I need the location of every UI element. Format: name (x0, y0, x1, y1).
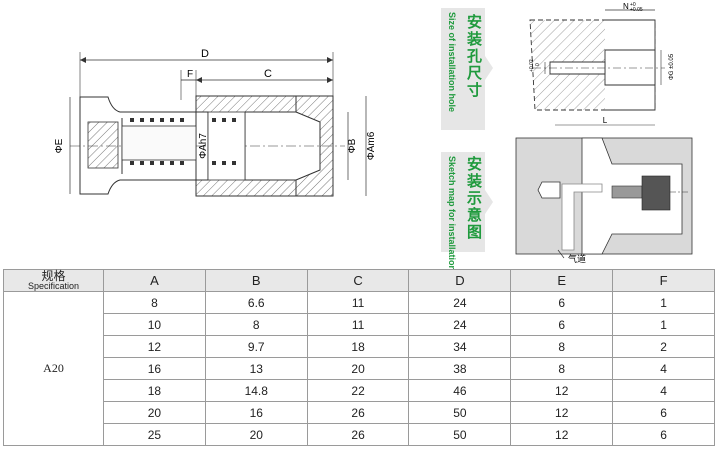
model-cell: A20 (3, 291, 104, 446)
drawings-area: D C F (54, 2, 693, 271)
table-cell: 4 (612, 379, 715, 402)
table-cell: 12 (103, 335, 206, 358)
table-cell: 1 (612, 313, 715, 336)
table-cell: 24 (408, 291, 512, 314)
dim-l-label: L (603, 116, 608, 125)
table-cell: 25 (103, 423, 206, 446)
install-hole-drawing: N +0 +0.05 +0.02 0 ΦG ±0.05 L (529, 2, 675, 126)
table-cell: 12 (510, 379, 614, 402)
header-spec-en: Specification (27, 281, 80, 291)
install-sketch-drawing: 气道 (515, 137, 693, 264)
table-cell: 1 (612, 291, 715, 314)
spec-table: 规格 Specification A B C D E F A20 8 6.6 1… (3, 269, 715, 446)
table-cell: 8 (510, 335, 614, 358)
table-cell: 26 (306, 401, 410, 424)
table-cell: 24 (408, 313, 512, 336)
dim-n-tol-upper: +0 (630, 2, 636, 8)
dim-n-tol-lower: +0.05 (630, 7, 643, 13)
sketch-tab: 安装示意图 Sketch map for installation (441, 152, 485, 271)
table-row: 18 14.8 22 46 12 4 (4, 379, 715, 402)
dim-phi-e-label: ΦE (54, 138, 65, 153)
header-spec-cn: 规格 (41, 269, 66, 283)
air-channel-label: 气道 (568, 253, 586, 264)
header-col-c: C (306, 269, 410, 292)
table-cell: 6 (612, 401, 715, 424)
table-cell: 22 (306, 379, 410, 402)
header-spec: 规格 Specification (3, 269, 104, 292)
table-cell: 20 (306, 357, 410, 380)
header-col-b: B (204, 269, 308, 292)
dim-d-label: D (201, 48, 209, 60)
header-col-a: A (103, 269, 206, 292)
table-cell: 26 (306, 423, 410, 446)
table-cell: 38 (408, 357, 512, 380)
table-cell: 34 (408, 335, 512, 358)
table-cell: 12 (510, 401, 614, 424)
sketch-tab-arrow (485, 190, 493, 214)
table-cell: 8 (204, 313, 308, 336)
table-cell: 16 (103, 357, 206, 380)
table-row: 16 13 20 38 8 4 (4, 357, 715, 380)
dim-phi-am6-label: ΦAm6 (366, 131, 377, 160)
table-cell: 6 (510, 291, 614, 314)
dim-phi-tol-upper: +0.02 (529, 59, 535, 72)
valve-section-drawing: D C F (54, 48, 377, 197)
dim-n-label: N (623, 2, 629, 11)
table-cell: 6 (612, 423, 715, 446)
dim-phi-ah7-label: ΦAh7 (198, 133, 209, 159)
table-cell: 18 (103, 379, 206, 402)
table-cell: 6.6 (204, 291, 308, 314)
table-cell: 14.8 (204, 379, 308, 402)
table-cell: 46 (408, 379, 512, 402)
install-hole-en: Size of installation hole (447, 12, 457, 113)
table-cell: 10 (103, 313, 206, 336)
table-cell: 6 (510, 313, 614, 336)
sketch-en: Sketch map for installation (447, 156, 457, 272)
table-cell: 16 (204, 401, 308, 424)
table-cell: 11 (306, 291, 410, 314)
header-col-e: E (510, 269, 614, 292)
dim-phi-tol-lower: 0 (535, 63, 541, 66)
table-cell: 11 (306, 313, 410, 336)
dim-phi-b-label: ΦB (347, 138, 358, 153)
table-cell: 20 (204, 423, 308, 446)
header-col-f: F (612, 269, 715, 292)
table-cell: 50 (408, 401, 512, 424)
install-hole-tab: 安装孔尺寸 Size of installation hole (441, 8, 485, 130)
table-row: 20 16 26 50 12 6 (4, 401, 715, 424)
dim-c-label: C (264, 68, 272, 80)
table-cell: 12 (510, 423, 614, 446)
table-row: 25 20 26 50 12 6 (4, 423, 715, 446)
table-cell: 50 (408, 423, 512, 446)
header-col-d: D (408, 269, 512, 292)
table-row: 10 8 11 24 6 1 (4, 313, 715, 336)
dim-phi-g-label: ΦG ±0.05 (669, 53, 675, 80)
table-cell: 13 (204, 357, 308, 380)
table-row: 12 9.7 18 34 8 2 (4, 335, 715, 358)
dim-f-label: F (187, 69, 193, 80)
table-cell: 20 (103, 401, 206, 424)
install-hole-tab-arrow (485, 56, 493, 80)
table-cell: 8 (103, 291, 206, 314)
table-cell: 8 (510, 357, 614, 380)
spec-table-header-row: 规格 Specification A B C D E F (3, 269, 715, 292)
install-hole-cn: 安装孔尺寸 (465, 14, 482, 99)
table-cell: 4 (612, 357, 715, 380)
table-cell: 9.7 (204, 335, 308, 358)
table-cell: 2 (612, 335, 715, 358)
table-row: A20 8 6.6 11 24 6 1 (3, 291, 715, 446)
table-cell: 18 (306, 335, 410, 358)
sketch-cn: 安装示意图 (465, 156, 482, 241)
